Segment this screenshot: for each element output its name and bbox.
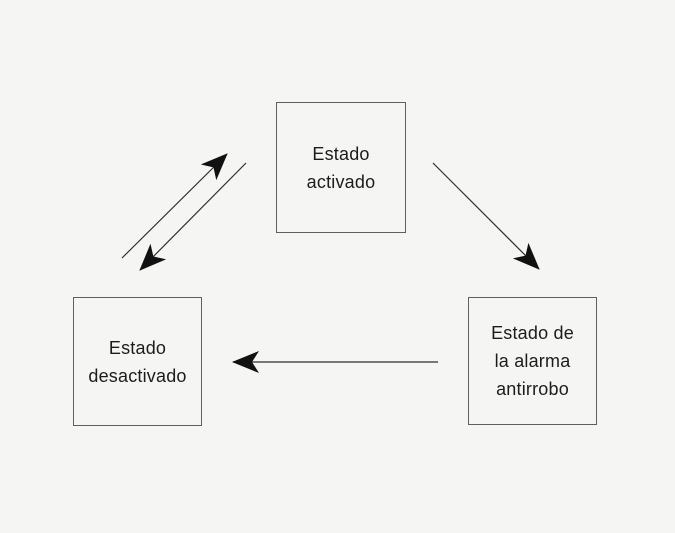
- state-label-line: Estado de: [491, 323, 574, 343]
- state-label-line: Estado: [312, 143, 370, 164]
- state-box-estado-alarma-antirrobo: Estado de la alarma antirrobo: [468, 297, 597, 425]
- state-box-estado-activado: Estado activado: [276, 102, 406, 233]
- state-label-line: la alarma: [494, 351, 571, 371]
- state-label-line: desactivado: [88, 365, 187, 386]
- arrow-desactivado-to-activado: [121, 153, 228, 259]
- state-box-estado-desactivado: Estado desactivado: [73, 297, 202, 426]
- state-label-line: activado: [306, 171, 376, 192]
- arrow-activado-to-alarma: [432, 162, 540, 270]
- state-label-line: Estado: [108, 337, 167, 358]
- state-label-line: antirrobo: [496, 379, 569, 399]
- arrow-activado-to-desactivado: [139, 162, 247, 271]
